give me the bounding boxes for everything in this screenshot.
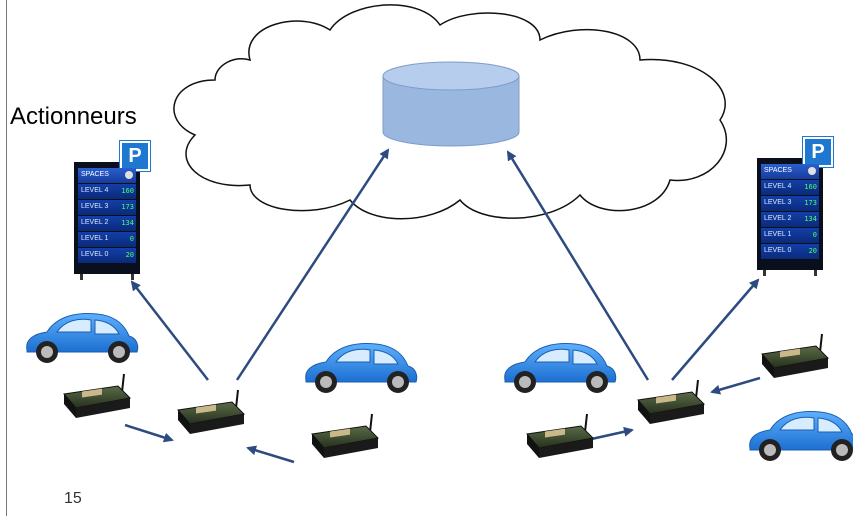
page-number: 15 <box>64 490 82 507</box>
sensor-node-icon <box>311 413 380 458</box>
arrow-left-gateway-to-database <box>235 148 390 381</box>
display-stand <box>80 274 134 280</box>
car-icon <box>305 343 418 393</box>
arrow-bottom-sensor-to-left-gateway <box>246 445 295 464</box>
sensor-node-icon <box>637 379 706 424</box>
parking-p-icon: P <box>120 141 150 171</box>
database-icon <box>382 61 520 147</box>
car-icon <box>26 313 139 363</box>
indicator-icon <box>125 171 133 179</box>
arrow-left-gateway-to-left-display <box>130 280 209 381</box>
arrow-bottom-sensor-to-right-gateway <box>586 426 634 442</box>
sensor-node-icon <box>63 373 132 418</box>
arrow-right-gateway-to-database <box>506 150 650 381</box>
slide-left-border <box>6 0 7 516</box>
car-icon <box>749 411 853 461</box>
parking-p-icon: P <box>803 137 833 167</box>
parking-header: SPACES <box>78 168 136 183</box>
arrow-right-sensor-to-right-gateway <box>710 376 761 395</box>
sensor-node-icon <box>526 413 595 458</box>
parking-header: SPACES <box>761 164 819 179</box>
car-icon <box>504 343 617 393</box>
indicator-icon <box>808 167 816 175</box>
connection-arrows <box>124 148 761 464</box>
arrow-right-gateway-to-right-display <box>671 278 760 381</box>
actuators-label: Actionneurs <box>10 103 137 130</box>
sensor-node-icon <box>177 389 246 434</box>
arrow-left-sensor-to-left-gateway <box>124 423 174 443</box>
display-stand <box>763 270 817 276</box>
sensor-node-icon <box>761 333 830 378</box>
